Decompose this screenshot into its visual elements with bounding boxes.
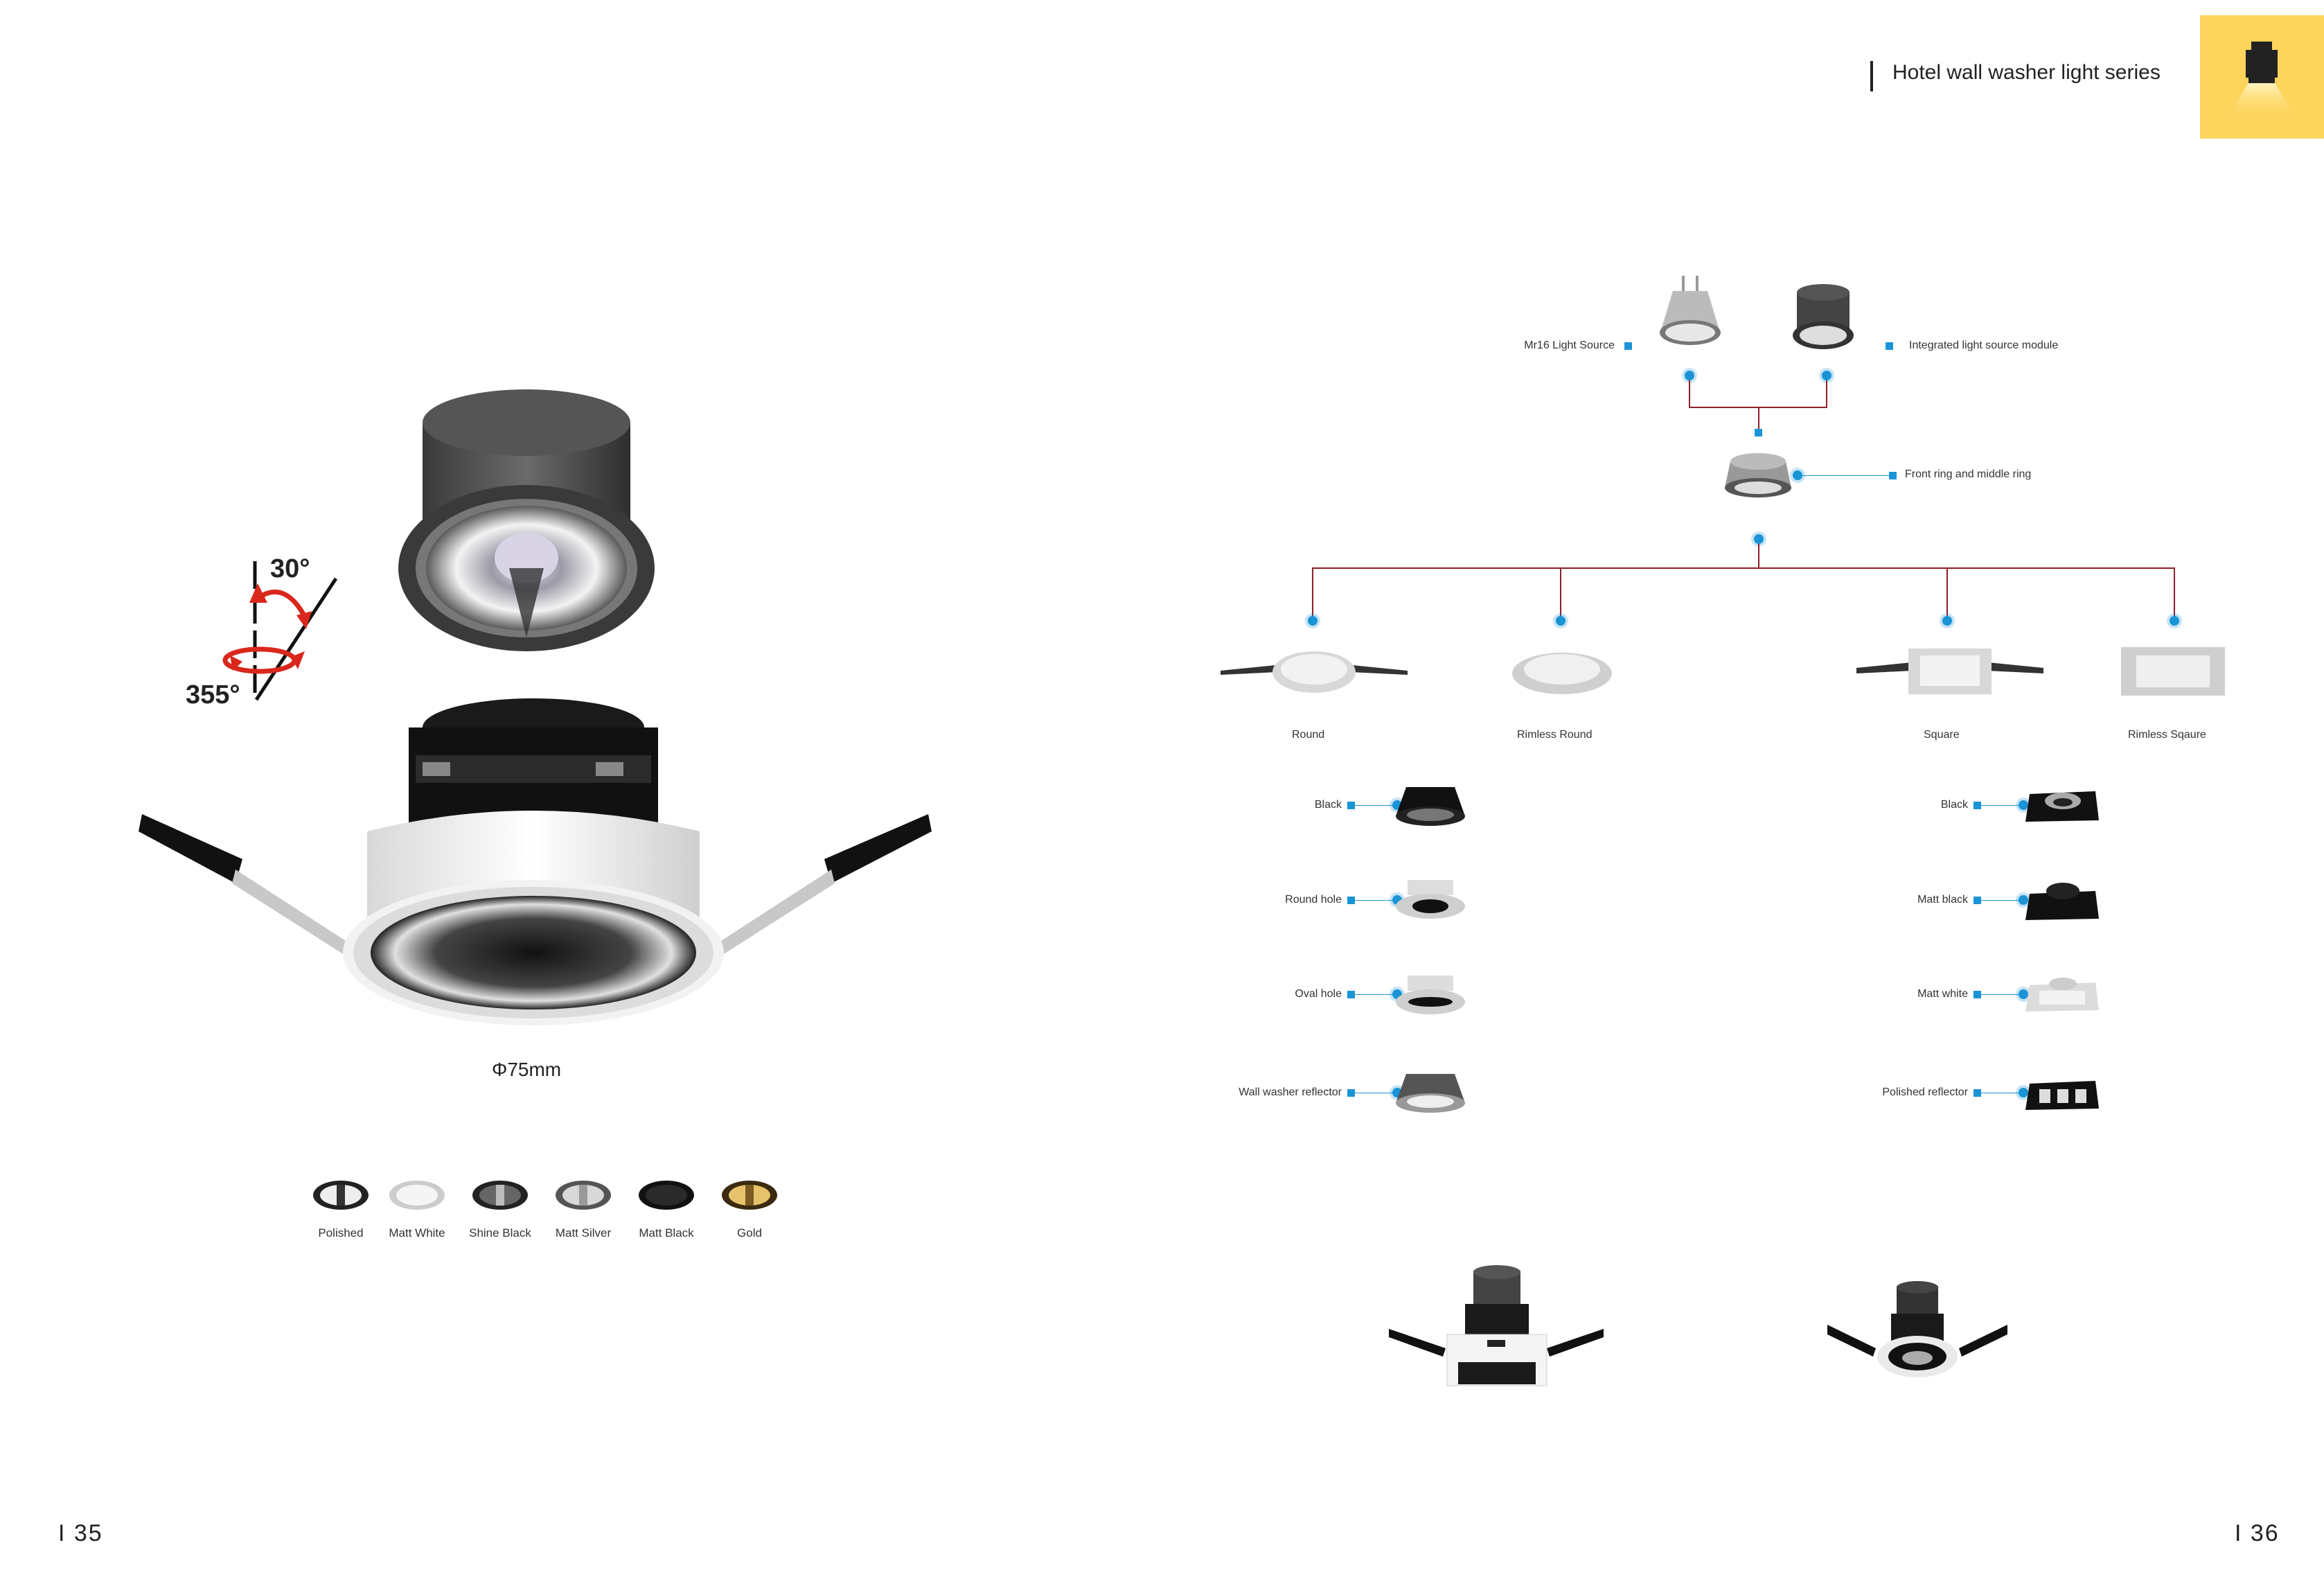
light-engine-module <box>398 389 655 651</box>
swatch-matt-white <box>389 1181 445 1210</box>
connector <box>1689 380 1690 408</box>
finish-label: Matt White <box>389 1226 445 1239</box>
connector <box>1689 407 1827 408</box>
round-hole-image <box>1396 880 1465 919</box>
page-number-left: I 35 <box>58 1520 103 1546</box>
page-number-right: I 36 <box>2235 1520 2280 1546</box>
series-title: Hotel wall washer light series <box>1892 61 2161 84</box>
mr16-marker <box>1624 342 1632 350</box>
round-fixture-image <box>1827 1281 2007 1377</box>
square-ring-image <box>1856 649 2043 694</box>
ring-type-square: Square <box>1924 729 1960 741</box>
oval-hole-image <box>1396 976 1465 1014</box>
downlight-icon <box>2226 42 2297 119</box>
junction-marker <box>1755 429 1762 436</box>
ring-type-rimless-square: Rimless Sqaure <box>2128 729 2206 741</box>
rimless-round-ring-image <box>1512 653 1612 694</box>
leader-line <box>1802 475 1889 476</box>
diameter-label: Φ75mm <box>492 1059 562 1080</box>
finish-label: Matt Silver <box>555 1226 612 1239</box>
square-option-label: Matt white <box>1917 988 1968 1000</box>
node <box>1556 616 1565 626</box>
node <box>1822 371 1831 380</box>
header-divider <box>1870 61 1873 91</box>
swatch-gold <box>722 1181 777 1210</box>
node <box>2019 1088 2028 1097</box>
option-marker <box>1973 1089 1981 1097</box>
round-option-label: Wall washer reflector <box>1239 1086 1342 1098</box>
leader-line <box>1981 994 2020 995</box>
option-marker <box>1347 1089 1355 1097</box>
swatch-matt-black <box>639 1181 694 1210</box>
integrated-label: Integrated light source module <box>1909 339 2059 351</box>
node <box>1793 470 1802 480</box>
leader-line <box>1981 805 2020 806</box>
node <box>2019 989 2028 999</box>
square-option-label: Matt black <box>1917 894 1968 906</box>
finish-label: Polished <box>318 1226 364 1239</box>
node <box>1754 534 1764 544</box>
round-ring-image <box>1221 651 1408 693</box>
connector <box>1826 380 1827 408</box>
rotation-angle-diagram <box>222 561 338 701</box>
round-option-label: Oval hole <box>1295 988 1342 1000</box>
square-matt-black-image <box>2025 883 2099 920</box>
node <box>2019 800 2028 810</box>
leader-line <box>1355 805 1394 806</box>
ring-label: Front ring and middle ring <box>1905 468 2032 480</box>
option-marker <box>1973 802 1981 809</box>
option-marker <box>1973 897 1981 904</box>
series-badge <box>2200 15 2324 139</box>
node <box>2170 616 2179 626</box>
node <box>1685 371 1694 380</box>
connector <box>1312 567 2175 569</box>
option-marker <box>1347 897 1355 904</box>
connector <box>1560 567 1561 616</box>
node <box>2019 895 2028 905</box>
spin-angle-label: 355° <box>186 680 240 709</box>
connector <box>1312 567 1313 616</box>
round-option-label: Black <box>1314 799 1342 811</box>
integrated-module-image <box>1793 284 1854 349</box>
housing-with-spring-clips <box>139 698 932 1025</box>
square-polished-reflector-image <box>2025 1081 2099 1110</box>
finish-label: Matt Black <box>639 1226 694 1239</box>
leader-line <box>1355 994 1394 995</box>
square-option-label: Black <box>1940 799 1968 811</box>
mr16-label: Mr16 Light Source <box>1524 339 1615 351</box>
ring-type-rimless-round: Rimless Round <box>1517 729 1593 741</box>
round-black-reflector-image <box>1396 787 1465 826</box>
connector <box>1758 408 1759 429</box>
mr16-light-source-image <box>1660 276 1721 345</box>
finish-label: Shine Black <box>469 1226 531 1239</box>
integrated-marker <box>1886 342 1893 350</box>
connector <box>2174 567 2175 616</box>
leader-line <box>1355 900 1394 901</box>
leader-line <box>1981 900 2020 901</box>
connector <box>1946 567 1948 616</box>
finish-label: Gold <box>737 1226 762 1239</box>
ring-type-round: Round <box>1292 729 1325 741</box>
node <box>1308 616 1318 626</box>
option-marker <box>1973 991 1981 998</box>
square-black-reflector-image <box>2025 791 2099 822</box>
connector <box>1758 544 1759 569</box>
ring-marker <box>1889 472 1897 479</box>
node <box>1942 616 1952 626</box>
swatch-matt-silver <box>556 1181 611 1210</box>
front-middle-ring-image <box>1725 453 1791 497</box>
rimless-square-ring-image <box>2121 647 2225 696</box>
tilt-angle-label: 30° <box>270 554 310 583</box>
square-option-label: Polished reflector <box>1882 1086 1968 1098</box>
wall-washer-reflector-image <box>1396 1074 1465 1113</box>
swatch-polished <box>313 1181 369 1210</box>
option-marker <box>1347 802 1355 809</box>
option-marker <box>1347 991 1355 998</box>
round-option-label: Round hole <box>1285 894 1342 906</box>
square-fixture-image <box>1389 1265 1604 1386</box>
square-matt-white-image <box>2025 978 2099 1012</box>
swatch-shine-black <box>472 1181 528 1210</box>
